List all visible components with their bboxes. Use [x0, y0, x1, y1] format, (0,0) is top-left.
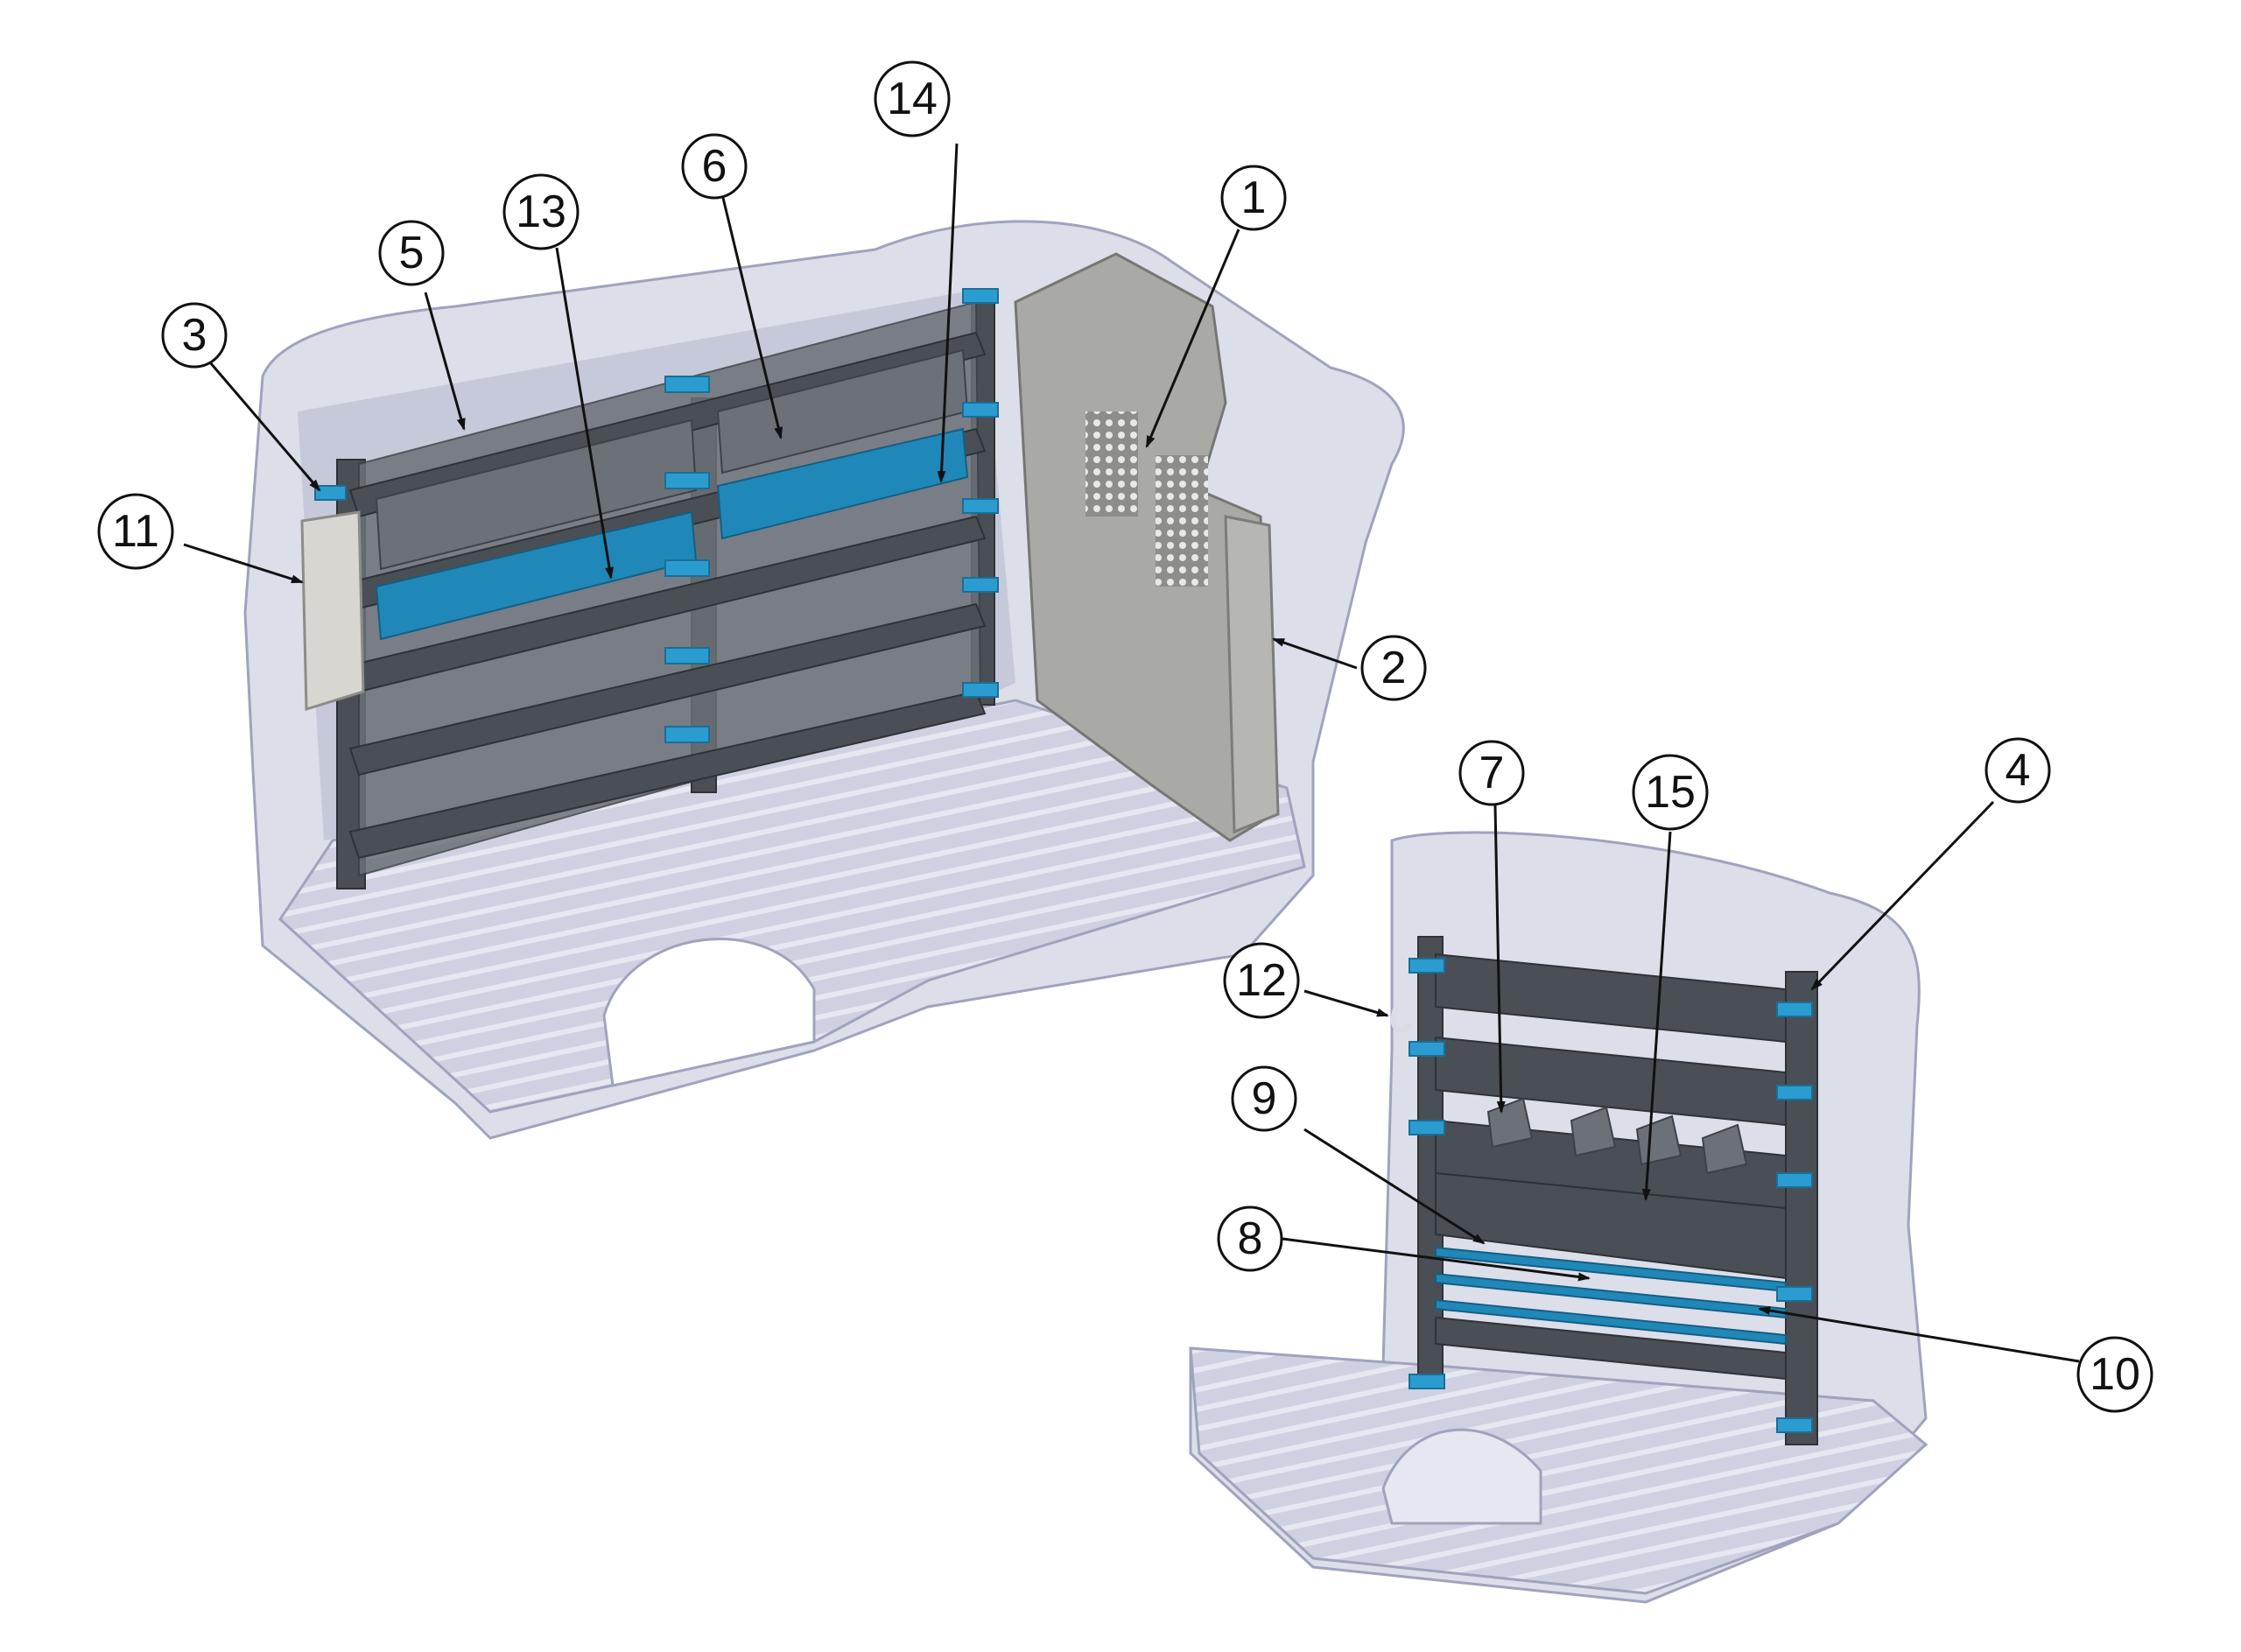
bracket: [664, 376, 710, 393]
leader-line-1: [1145, 228, 1240, 448]
callout-5: 5: [378, 220, 445, 286]
leader-line-14: [937, 143, 959, 483]
leader-line-4: [1810, 800, 1995, 991]
shelf-level: [1435, 1036, 1787, 1127]
bracket: [664, 559, 710, 577]
callout-1: 1: [1220, 165, 1287, 231]
callout-3: 3: [161, 302, 228, 369]
bracket: [962, 498, 999, 514]
callout-label: 6: [702, 141, 727, 192]
bracket: [1776, 1172, 1813, 1188]
leader-line-6: [721, 197, 783, 439]
shelf-level: [1435, 953, 1787, 1044]
bracket: [1776, 1417, 1813, 1433]
bracket: [1409, 1120, 1445, 1135]
leader-line-8: [1282, 1237, 1591, 1282]
callout-label: 3: [182, 310, 207, 361]
callout-8: 8: [1217, 1206, 1283, 1272]
callout-label: 9: [1252, 1073, 1277, 1124]
bracket: [664, 472, 710, 489]
callout-15: 15: [1632, 754, 1709, 831]
callout-9: 9: [1231, 1065, 1297, 1132]
shelf-divider: [1570, 1106, 1617, 1157]
callout-label: 13: [516, 186, 566, 237]
bracket: [664, 647, 710, 664]
partition-perforated-window: [1156, 455, 1208, 587]
leader-line-3: [208, 362, 321, 492]
bracket: [1776, 1286, 1813, 1302]
callout-label: 4: [2006, 745, 2031, 796]
left-van-view: [243, 220, 1405, 1140]
callout-14: 14: [874, 60, 951, 137]
callout-label: 7: [1479, 748, 1505, 798]
divider-shelf: [375, 418, 698, 571]
shelf-divider: [1701, 1123, 1748, 1175]
van-floor-right: [1189, 1346, 1928, 1595]
leader-line-2: [1272, 637, 1358, 670]
bracket: [664, 726, 710, 743]
bracket-group: [314, 288, 999, 743]
bracket: [1409, 1374, 1445, 1389]
rail: [1435, 1272, 1787, 1319]
bin-row-upper-right: [716, 427, 969, 540]
leader-line-13: [555, 247, 614, 580]
rear-shelving-unit: [1390, 936, 1818, 1445]
leader-lines: [183, 143, 2080, 1363]
leader-line-9: [1303, 1128, 1486, 1245]
leader-line-10: [1758, 1306, 2080, 1363]
callouts: 1 2 3 4 5 6 7 8 9 10 11 12 13 14 15: [97, 60, 2153, 1413]
callout-label: 12: [1236, 955, 1287, 1006]
partition-perforated-window: [1085, 411, 1138, 517]
bracket: [962, 577, 999, 593]
end-panel: [300, 510, 365, 712]
bracket: [1776, 1085, 1813, 1100]
bracket: [1776, 1002, 1813, 1017]
bracket: [962, 402, 999, 418]
callout-label: 5: [399, 228, 425, 278]
leader-line-15: [1641, 831, 1672, 1201]
callout-6: 6: [681, 133, 748, 200]
callout-label: 11: [112, 506, 159, 557]
leader-line-7: [1493, 805, 1506, 1114]
partition-assembly: [1014, 252, 1280, 842]
callout-11: 11: [97, 493, 174, 570]
leader-line-12: [1303, 989, 1389, 1017]
driver-side-shelving-unit: [300, 288, 999, 889]
callout-12: 12: [1223, 942, 1300, 1019]
bracket-group-right: [1409, 958, 1813, 1433]
right-van-view: [1189, 831, 1928, 1604]
bracket: [1409, 1041, 1445, 1057]
wheel-well-right: [1381, 1428, 1542, 1525]
rail: [1435, 1298, 1787, 1346]
bracket: [962, 682, 999, 698]
callout-13: 13: [502, 173, 580, 250]
callout-label: 14: [887, 74, 938, 124]
shelf-level: [348, 602, 987, 777]
callout-7: 7: [1458, 740, 1525, 806]
callout-10: 10: [2076, 1336, 2153, 1413]
callout-label: 10: [2090, 1349, 2140, 1400]
callout-label: 8: [1238, 1213, 1263, 1264]
callout-4: 4: [1985, 737, 2051, 804]
bracket: [314, 485, 347, 501]
callout-label: 2: [1381, 643, 1407, 693]
shelf-level: [348, 690, 987, 860]
partition-panel: [1014, 252, 1275, 842]
callout-label: 1: [1241, 172, 1267, 223]
wheel-well-left: [602, 938, 816, 1087]
upright-post: [1785, 971, 1818, 1445]
bracket: [962, 288, 999, 304]
leader-line-11: [183, 543, 304, 584]
shelf-level: [1435, 1316, 1787, 1381]
hook: [1390, 1005, 1414, 1033]
partition-wing: [1224, 515, 1280, 834]
callout-2: 2: [1360, 635, 1427, 701]
callout-label: 15: [1645, 767, 1696, 818]
leader-line-5: [424, 292, 466, 431]
bracket: [1409, 958, 1445, 974]
